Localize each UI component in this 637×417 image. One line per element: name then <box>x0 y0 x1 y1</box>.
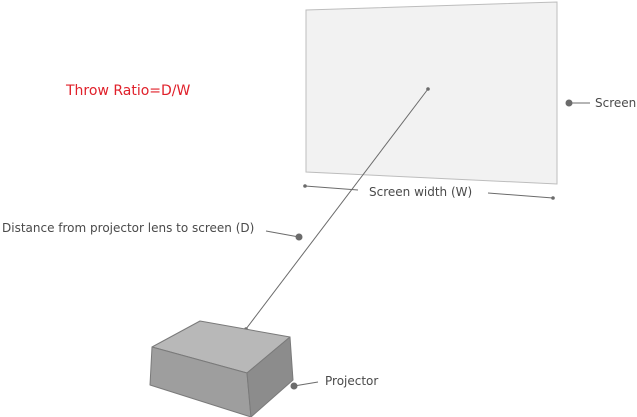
screen-width-line-left <box>304 185 359 191</box>
screen-panel <box>305 1 558 185</box>
projector-illustration <box>149 320 294 417</box>
screen-width-label: Screen width (W) <box>369 185 473 199</box>
screen-width-end-right <box>551 196 555 200</box>
throw-ratio-formula: Throw Ratio=D/W <box>66 83 191 99</box>
distance-line-end-screen <box>426 87 430 91</box>
screen-width-line-right <box>487 192 554 199</box>
distance-line <box>245 88 429 330</box>
screen-width-end-left <box>303 184 307 188</box>
projector-callout-line <box>293 381 319 387</box>
projector-side-face <box>246 336 294 417</box>
distance-label: Distance from projector lens to screen (… <box>2 221 255 235</box>
projector-label: Projector <box>325 374 379 388</box>
distance-callout-line <box>265 230 300 238</box>
projector-front-face <box>149 346 252 417</box>
distance-callout-dot <box>295 233 303 241</box>
screen-label: Screen <box>595 96 637 110</box>
